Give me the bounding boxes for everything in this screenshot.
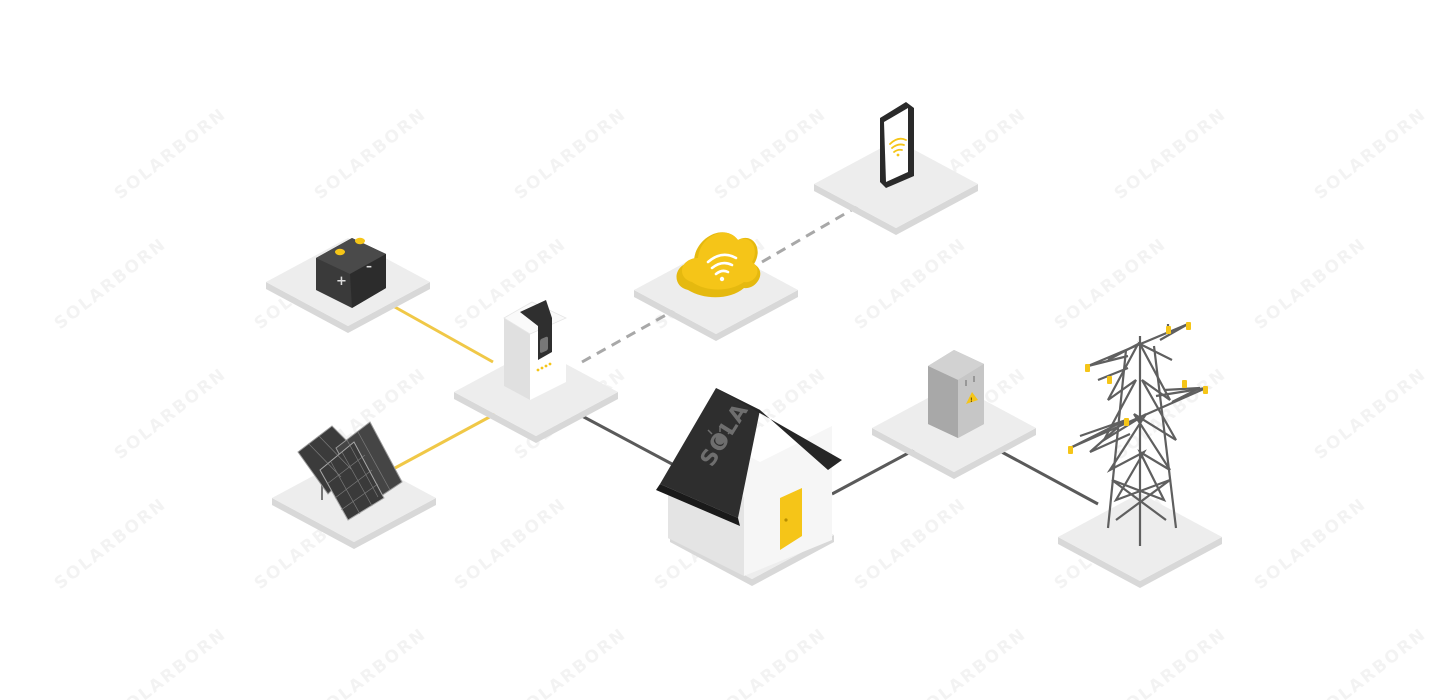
wire-inverter-cloud	[581, 304, 683, 364]
watermark-text: SOLARBORN	[1311, 104, 1431, 204]
watermark-text: SOLARBORN	[511, 104, 631, 204]
watermark-text: SOLARBORN	[111, 104, 231, 204]
watermark-text: SOLARBORN	[111, 624, 231, 700]
wire-house-meter	[831, 448, 915, 496]
watermark-text: SOLARBORN	[1251, 494, 1371, 594]
sun-logo-icon	[707, 426, 733, 445]
watermark-text: SOLARBORN	[1311, 624, 1431, 700]
wire-cloud-phone	[761, 203, 861, 264]
watermark-text: SOLARBORN	[851, 494, 971, 594]
svg-text:–: –	[366, 259, 372, 273]
watermark-text: SOLARBORN	[1111, 624, 1231, 700]
electric-meter-icon: !	[928, 350, 984, 438]
watermark-text: SOLARBORN	[51, 234, 171, 334]
watermark-text: SOLARBORN	[311, 624, 431, 700]
platform-phone	[814, 140, 978, 235]
svg-text:!: !	[970, 397, 973, 404]
watermark-text: SOLARBORN	[111, 364, 231, 464]
watermark-text: SOLARBORN	[451, 494, 571, 594]
wire-solar-inverter	[394, 412, 496, 470]
solar-panel-icon	[297, 421, 403, 521]
transmission-tower-icon	[1069, 322, 1207, 546]
watermark-text: SOLARBORN	[1111, 104, 1231, 204]
watermark-text: SOLARBORN	[311, 104, 431, 204]
watermark-text: SOLARBORN	[911, 624, 1031, 700]
smartphone-wifi-icon	[880, 102, 914, 188]
wire-inverter-house	[581, 414, 673, 466]
watermark-text: SOLARBORN	[1111, 364, 1231, 464]
svg-text:+: +	[336, 274, 347, 289]
watermark-text: SOLARBORN	[51, 494, 171, 594]
watermark-text: SOLARBORN	[1251, 234, 1371, 334]
watermark-text: SOLARBORN	[1051, 234, 1171, 334]
watermark-text: SOLARBORN	[711, 624, 831, 700]
watermark-text: SOLARBORN	[851, 234, 971, 334]
insulator-icons	[1068, 322, 1208, 454]
connections	[392, 203, 1099, 506]
house-icon: SOLA	[656, 388, 842, 576]
watermark-text: SOLARBORN	[711, 104, 831, 204]
watermark-text: SOLARBORN	[1311, 364, 1431, 464]
wire-battery-inverter	[392, 304, 494, 364]
battery-icon: + –	[316, 237, 386, 308]
inverter-icon	[503, 300, 567, 400]
wire-meter-tower	[997, 448, 1099, 506]
watermark-text: SOLARBORN	[511, 624, 631, 700]
cloud-wifi-icon	[676, 232, 761, 298]
